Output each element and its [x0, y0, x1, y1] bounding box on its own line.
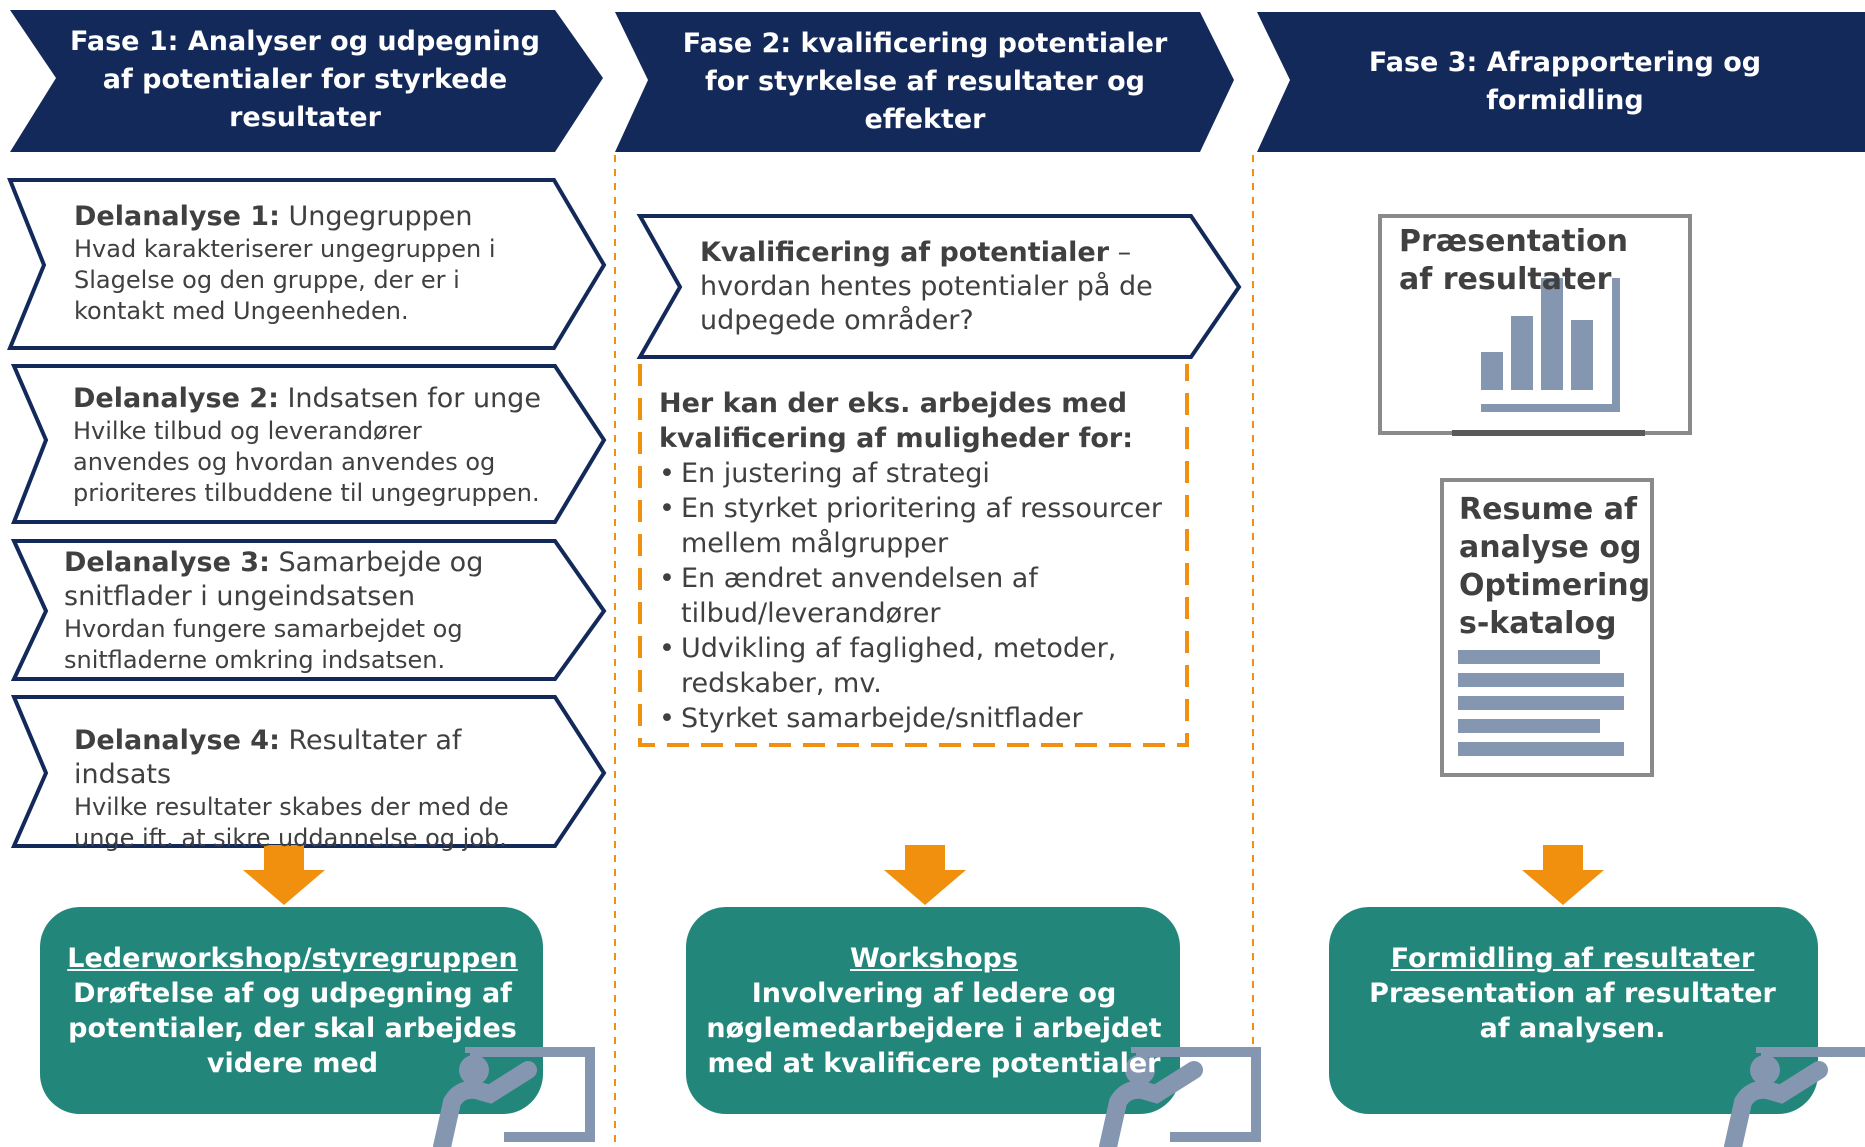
delanalyse-2-title: Indsatsen for unge: [287, 383, 541, 414]
phase-2-header-chevron: [615, 12, 1234, 152]
kvalificering-text: Kvalificering af potentialer – hvordan h…: [700, 237, 1153, 336]
bar-icon: [1481, 352, 1503, 390]
delanalyse-1-chevron: [7, 178, 607, 350]
text-line-icon: [1458, 650, 1600, 664]
delanalyse-1-label: Delanalyse 1:: [74, 201, 280, 232]
delanalyse-4: Delanalyse 4: Resultater af indsats Hvil…: [74, 724, 544, 854]
list-item: Styrket samarbejde/snitflader: [659, 701, 1179, 736]
delanalyse-3-label: Delanalyse 3:: [64, 547, 270, 578]
delanalyse-1-body: Hvad karakteriserer ungegruppen i Slagel…: [74, 235, 496, 325]
delanalyse-2-label: Delanalyse 2:: [73, 383, 279, 414]
presentation-label: Præsentation af resultater: [1399, 224, 1628, 297]
bar-icon: [1511, 316, 1533, 390]
delanalyse-4-title: Resultater af indsats: [74, 725, 462, 790]
presenter-icon-phase-3: [1724, 1047, 1865, 1147]
resume-label: Resume af analyse og Optimering s-katalo…: [1459, 492, 1651, 641]
workshop-phase-2-body: Involvering af ledere og nøglemedarbejde…: [706, 978, 1162, 1079]
delanalyse-2-body: Hvilke tilbud og leverandører anvendes o…: [73, 417, 540, 507]
workshop-phase-1-title: Lederworkshop/styregruppen: [67, 943, 518, 974]
phase-3-header-chevron: [1257, 12, 1865, 152]
presenter-icon-phase-1: [433, 1047, 595, 1147]
arrow-down-icon-phase-1: [243, 845, 325, 905]
delanalyse-1-title: Ungegruppen: [288, 201, 473, 232]
workshop-phase-3-title: Formidling af resultater: [1390, 943, 1755, 974]
delanalyse-4-label: Delanalyse 4:: [74, 725, 280, 756]
workshop-phase-3: Formidling af resultater Præsentation af…: [1360, 941, 1785, 1046]
presentation-bar-chart: [1481, 278, 1620, 412]
delanalyse-2: Delanalyse 2: Indsatsen for unge Hvilke …: [73, 382, 543, 509]
resume-document-lines: [1458, 650, 1624, 756]
workshop-box-phase-3: [1329, 907, 1818, 1114]
delanalyse-3-body: Hvordan fungere samarbejdet og snitflade…: [64, 615, 463, 674]
bar-icon: [1571, 320, 1593, 390]
presenter-icon-phase-2: [1099, 1047, 1261, 1147]
delanalyse-3: Delanalyse 3: Samarbejde og snitflader i…: [64, 546, 534, 676]
workshop-phase-3-body: Præsentation af resultater af analysen.: [1369, 978, 1776, 1044]
phase-1-title: Fase 1: Analyser og udpegning af potenti…: [70, 26, 540, 133]
bar-icon: [1541, 278, 1563, 390]
kvalificering-muligheder-text: Her kan der eks. arbejdes med kvalificer…: [659, 386, 1179, 736]
delanalyse-3-chevron: [10, 539, 607, 681]
arrow-down-icon-phase-3: [1522, 845, 1604, 905]
workshop-phase-1: Lederworkshop/styregruppen Drøftelse af …: [65, 941, 520, 1081]
delanalyse-3-title: Samarbejde og snitflader i ungeindsatsen: [64, 547, 484, 612]
phase-2-title: Fase 2: kvalificering potentialer for st…: [682, 28, 1168, 135]
muligheder-list: En justering af strategi En styrket prio…: [659, 456, 1179, 736]
text-line-icon: [1458, 742, 1624, 756]
presentation-board-base: [1452, 430, 1645, 436]
workshop-box-phase-1: [40, 907, 543, 1114]
list-item: En justering af strategi: [659, 456, 1179, 491]
chart-axis-icon: [1481, 278, 1620, 412]
text-line-icon: [1458, 673, 1624, 687]
arrow-down-icon-phase-2: [884, 845, 966, 905]
workshop-phase-2-title: Workshops: [850, 943, 1018, 974]
workshop-phase-2: Workshops Involvering af ledere og nøgle…: [700, 941, 1168, 1081]
workshop-phase-1-body: Drøftelse af og udpegning af potentialer…: [68, 978, 517, 1079]
delanalyse-4-body: Hvilke resultater skabes der med de unge…: [74, 793, 509, 852]
list-item: En styrket prioritering af ressourcer me…: [659, 491, 1179, 561]
list-item: En ændret anvendelsen af tilbud/leverand…: [659, 561, 1179, 631]
list-item: Udvikling af faglighed, metoder, redskab…: [659, 631, 1179, 701]
kvalificering-label: Kvalificering af potentialer: [700, 237, 1110, 268]
kvalificering-muligheder-box: [638, 364, 1189, 747]
phase-1-header-chevron: [10, 10, 603, 152]
kvalificering-chevron: [636, 214, 1242, 359]
delanalyse-2-chevron: [10, 364, 607, 524]
workshop-box-phase-2: [686, 907, 1180, 1114]
phase-3-title: Fase 3: Afrapportering og formidling: [1368, 47, 1762, 116]
delanalyse-1: Delanalyse 1: Ungegruppen Hvad karakteri…: [74, 200, 544, 327]
muligheder-heading: Her kan der eks. arbejdes med kvalificer…: [659, 388, 1133, 454]
text-line-icon: [1458, 719, 1600, 733]
text-line-icon: [1458, 696, 1624, 710]
delanalyse-4-chevron: [10, 695, 607, 848]
kvalificering-body: hvordan hentes potentialer på de udpeged…: [700, 271, 1153, 336]
